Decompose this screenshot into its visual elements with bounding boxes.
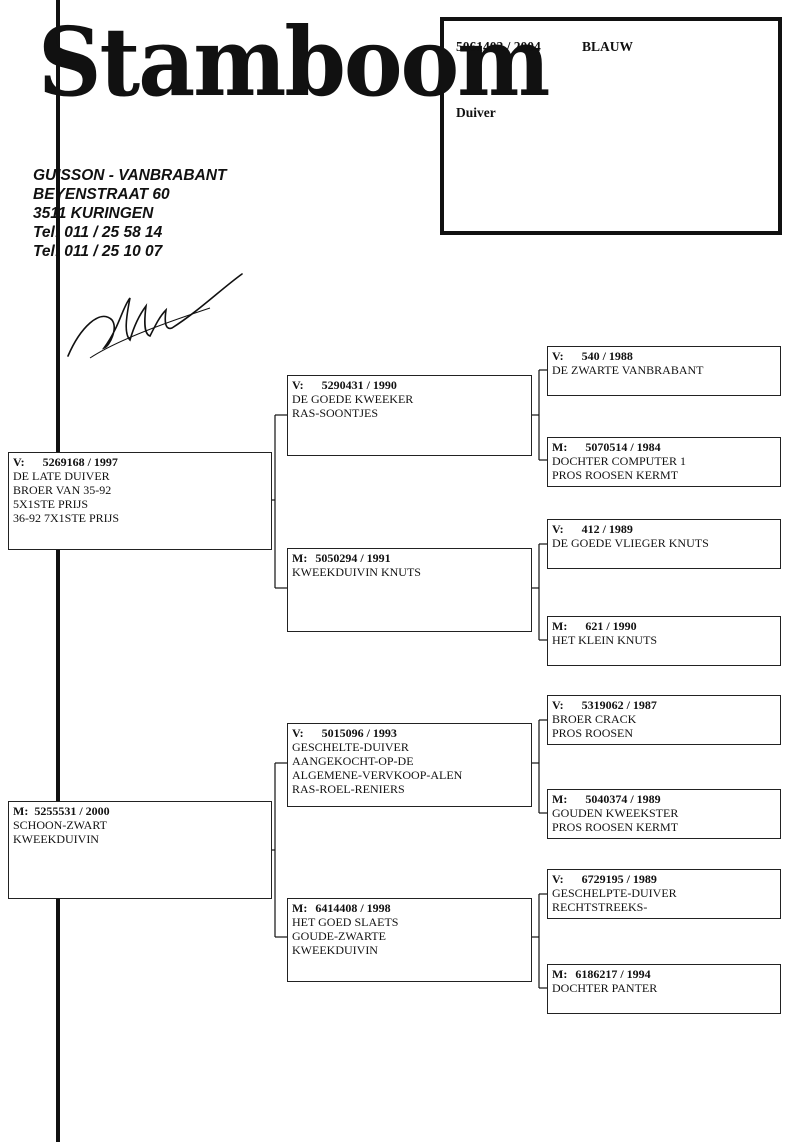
sire-box: V: 5269168 / 1997 DE LATE DUIVER BROER VA… xyxy=(8,452,272,550)
sds-line-1: DE GOEDE VLIEGER KNUTS xyxy=(552,536,709,550)
owner-street: BEYENSTRAAT 60 xyxy=(33,186,170,203)
sire-sire-line-2: RAS-SOONTJES xyxy=(292,406,379,420)
ddd-box: M: 6186217 / 1994 DOCHTER PANTER xyxy=(547,964,781,1014)
dam-sire-line-3: ALGEMENE-VERVKOOP-ALEN xyxy=(292,768,463,782)
ddd-ring: 6186217 / 1994 xyxy=(575,967,651,981)
pigeon-ring-number: 5061402 / 2004 xyxy=(456,39,541,54)
dam-dam-line-1: HET GOED SLAETS xyxy=(292,915,399,929)
dam-sire-line-1: GESCHELTE-DUIVER xyxy=(292,740,409,754)
dam-ring: 5255531 / 2000 xyxy=(34,804,110,818)
dss-role: V: xyxy=(552,698,564,712)
pigeon-label: Duiver xyxy=(456,105,496,120)
dss-box: V: 5319062 / 1987 BROER CRACK PROS ROOSEN xyxy=(547,695,781,745)
sds-box: V: 412 / 1989 DE GOEDE VLIEGER KNUTS xyxy=(547,519,781,569)
owner-phone-1: Tel: 011 / 25 58 14 xyxy=(33,224,163,241)
dam-dam-box: M: 6414408 / 1998 HET GOED SLAETS GOUDE-Z… xyxy=(287,898,532,982)
dsd-box: M: 5040374 / 1989 GOUDEN KWEEKSTER PROS R… xyxy=(547,789,781,839)
sdd-box: M: 621 / 1990 HET KLEIN KNUTS xyxy=(547,616,781,666)
sire-line-1: DE LATE DUIVER xyxy=(13,469,110,483)
dam-sire-ring: 5015096 / 1993 xyxy=(321,726,397,740)
sire-line-3: 5X1STE PRIJS xyxy=(13,497,89,511)
sss-box: V: 540 / 1988 DE ZWARTE VANBRABANT xyxy=(547,346,781,396)
dam-line-2: KWEEKDUIVIN xyxy=(13,832,99,846)
dds-line-1: GESCHELPTE-DUIVER xyxy=(552,886,677,900)
sss-role: V: xyxy=(552,349,564,363)
sire-line-2: BROER VAN 35-92 xyxy=(13,483,112,497)
dam-dam-line-2: GOUDE-ZWARTE xyxy=(292,929,386,943)
ssd-role: M: xyxy=(552,440,568,454)
sds-ring: 412 / 1989 xyxy=(581,522,633,536)
sss-ring: 540 / 1988 xyxy=(581,349,633,363)
sire-dam-ring: 5050294 / 1991 xyxy=(315,551,391,565)
owner-phone-2: Tel: 011 / 25 10 07 xyxy=(33,243,163,260)
sdd-line-1: HET KLEIN KNUTS xyxy=(552,633,658,647)
sdd-ring: 621 / 1990 xyxy=(585,619,637,633)
dds-box: V: 6729195 / 1989 GESCHELPTE-DUIVER RECHT… xyxy=(547,869,781,919)
dam-sire-role: V: xyxy=(292,726,304,740)
dss-line-1: BROER CRACK xyxy=(552,712,637,726)
owner-city: 3511 KURINGEN xyxy=(33,205,154,222)
vertical-rule xyxy=(56,0,60,1142)
dds-line-2: RECHTSTREEKS- xyxy=(552,900,648,914)
sdd-role: M: xyxy=(552,619,568,633)
dds-role: V: xyxy=(552,872,564,886)
dam-box: M: 5255531 / 2000 SCHOON-ZWART KWEEKDUIVI… xyxy=(8,801,272,899)
dam-dam-ring: 6414408 / 1998 xyxy=(315,901,391,915)
ssd-line-1: DOCHTER COMPUTER 1 xyxy=(552,454,687,468)
sds-role: V: xyxy=(552,522,564,536)
dsd-ring: 5040374 / 1989 xyxy=(585,792,661,806)
dsd-role: M: xyxy=(552,792,568,806)
dam-dam-line-3: KWEEKDUIVIN xyxy=(292,943,378,957)
sire-line-4: 36-92 7X1STE PRIJS xyxy=(13,511,120,525)
sire-dam-box: M: 5050294 / 1991 KWEEKDUIVIN KNUTS xyxy=(287,548,532,632)
sire-role: V: xyxy=(13,455,25,469)
dam-line-1: SCHOON-ZWART xyxy=(13,818,107,832)
dds-ring: 6729195 / 1989 xyxy=(581,872,657,886)
pigeon-color: BLAUW xyxy=(582,39,634,54)
ssd-ring: 5070514 / 1984 xyxy=(585,440,661,454)
dam-sire-box: V: 5015096 / 1993 GESCHELTE-DUIVER AANGEK… xyxy=(287,723,532,807)
sire-dam-role: M: xyxy=(292,551,308,565)
sss-line-1: DE ZWARTE VANBRABANT xyxy=(552,363,704,377)
dam-dam-role: M: xyxy=(292,901,308,915)
pigeon-info-box: 5061402 / 2004 BLAUW Duiver xyxy=(440,17,782,235)
dam-sire-line-2: AANGEKOCHT-OP-DE xyxy=(292,754,414,768)
ddd-line-1: DOCHTER PANTER xyxy=(552,981,658,995)
dss-ring: 5319062 / 1987 xyxy=(581,698,657,712)
page-title: Stamboom xyxy=(38,5,550,118)
sire-dam-line-1: KWEEKDUIVIN KNUTS xyxy=(292,565,421,579)
dsd-line-1: GOUDEN KWEEKSTER xyxy=(552,806,679,820)
sire-ring: 5269168 / 1997 xyxy=(42,455,118,469)
sire-sire-role: V: xyxy=(292,378,304,392)
dam-role: M: xyxy=(13,804,29,818)
sire-sire-box: V: 5290431 / 1990 DE GOEDE KWEEKER RAS-SO… xyxy=(287,375,532,456)
dsd-line-2: PROS ROOSEN KERMT xyxy=(552,820,679,834)
signature-image xyxy=(67,273,243,359)
ssd-box: M: 5070514 / 1984 DOCHTER COMPUTER 1 PROS… xyxy=(547,437,781,487)
sire-sire-ring: 5290431 / 1990 xyxy=(321,378,397,392)
owner-name: GUISSON - VANBRABANT xyxy=(33,167,227,184)
ddd-role: M: xyxy=(552,967,568,981)
ssd-line-2: PROS ROOSEN KERMT xyxy=(552,468,679,482)
sire-sire-line-1: DE GOEDE KWEEKER xyxy=(292,392,414,406)
dss-line-2: PROS ROOSEN xyxy=(552,726,634,740)
dam-sire-line-4: RAS-ROEL-RENIERS xyxy=(292,782,405,796)
